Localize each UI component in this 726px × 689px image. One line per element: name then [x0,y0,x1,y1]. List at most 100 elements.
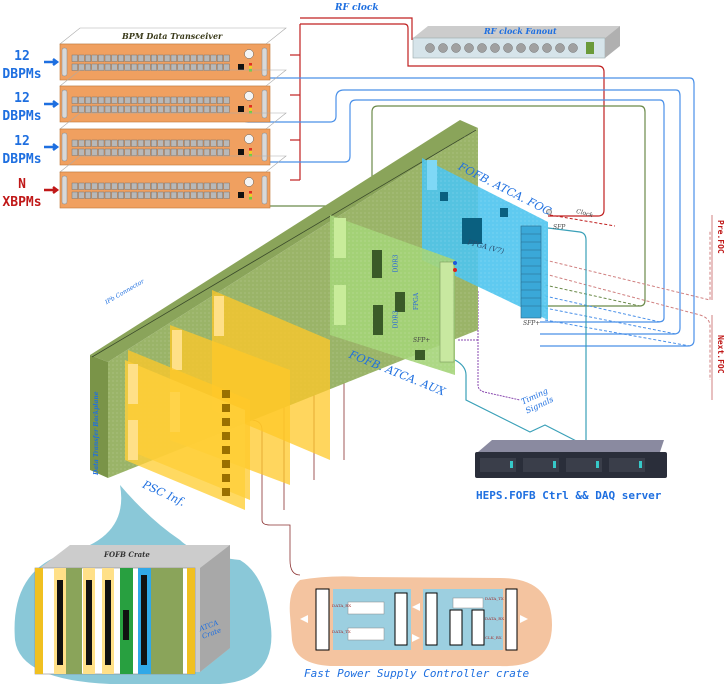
rack-port [203,63,210,71]
rack-port [104,63,111,71]
rack-port [157,182,164,190]
rack-port [137,139,144,147]
rack-port [78,105,85,113]
fpsc-callout [289,576,552,667]
rack-port [223,96,230,104]
input-arrow-icon [44,58,60,66]
rack-port [216,182,223,190]
rack-port [91,54,98,62]
status-led [249,197,252,200]
rack-port [98,105,105,113]
rack-port [124,105,131,113]
rack-port [117,182,124,190]
rack-port [177,63,184,71]
clock-gauge-icon [244,91,254,101]
rack-port [183,96,190,104]
rack-port [117,105,124,113]
rack-port [84,191,91,199]
rack-port [144,96,151,104]
network-port-icon [238,106,244,112]
rack-port [131,139,138,147]
bpm-transceiver-rack [44,155,287,209]
rack-port [111,105,118,113]
rack-port [223,139,230,147]
psc-board-1 [125,360,245,510]
rack-port [117,148,124,156]
rack-port [144,191,151,199]
rack-port [111,139,118,147]
rf-clock-wires [290,17,605,217]
rack-port [170,96,177,104]
rack-port [124,54,131,62]
rack-port [183,105,190,113]
rack-port [223,105,230,113]
fpsc-signal-3: DATA_TX [485,596,504,601]
aux-sfp-label: SFP+ [413,337,431,344]
rack-port [210,182,217,190]
rack-port [144,63,151,71]
aux-chip-fpga: FPGA [413,292,421,311]
rack-port [137,54,144,62]
rack-port [190,54,197,62]
backplane-label: Data Transfer Backplane [93,391,100,475]
input-arrow-icon [44,186,60,194]
rack-port [177,148,184,156]
rack-port [157,139,164,147]
status-led [249,194,252,197]
network-port-icon [238,192,244,198]
rack-port [104,54,111,62]
rack-port [210,54,217,62]
fpsc-signal-1: DATA_RX [332,603,352,608]
rack-port [190,191,197,199]
rack-port [150,96,157,104]
rack-port [164,182,171,190]
rack-port [98,148,105,156]
rack-port [183,139,190,147]
rack-port [203,139,210,147]
rack-port [210,148,217,156]
rack-port [98,191,105,199]
rack-port [84,105,91,113]
fpsc-signal-2: DATA_TX [332,629,351,634]
foc-link-wires [544,214,711,380]
rack-port [124,182,131,190]
rack-port [183,148,190,156]
rack-port [150,54,157,62]
foc-board [422,158,552,320]
foc-sfp-cage [520,225,542,319]
rack-port [170,148,177,156]
rack-port [84,54,91,62]
rack-port [71,182,78,190]
rack-port [197,105,204,113]
rack-port [78,96,85,104]
rack-port [177,191,184,199]
rack-port [111,148,118,156]
rack-port [190,148,197,156]
rack-port [117,96,124,104]
rack-port [71,63,78,71]
rack-port [104,182,111,190]
foc-sfp-top-label: SFP [553,224,566,231]
input-arrow-icon [44,100,60,108]
rack-port [216,139,223,147]
rack-port [144,105,151,113]
status-led [249,154,252,157]
bpm-transceiver-rack [44,112,287,166]
rack-port [98,54,105,62]
rack-port [197,54,204,62]
status-led [249,105,252,108]
rack-port [137,182,144,190]
aux-board [330,215,457,375]
rack-port [104,96,111,104]
rack-port [164,105,171,113]
server-label: HEPS.FOFB Ctrl && DAQ server [476,489,662,502]
rack-port [197,182,204,190]
fpsc-signal-5: CLK_RX [485,635,502,640]
rack-port [91,63,98,71]
rack-port [197,139,204,147]
fpsc-title: Fast Power Supply Controller crate [304,667,530,680]
crate-title: FOFB Crate [104,550,150,559]
rack-port [131,54,138,62]
